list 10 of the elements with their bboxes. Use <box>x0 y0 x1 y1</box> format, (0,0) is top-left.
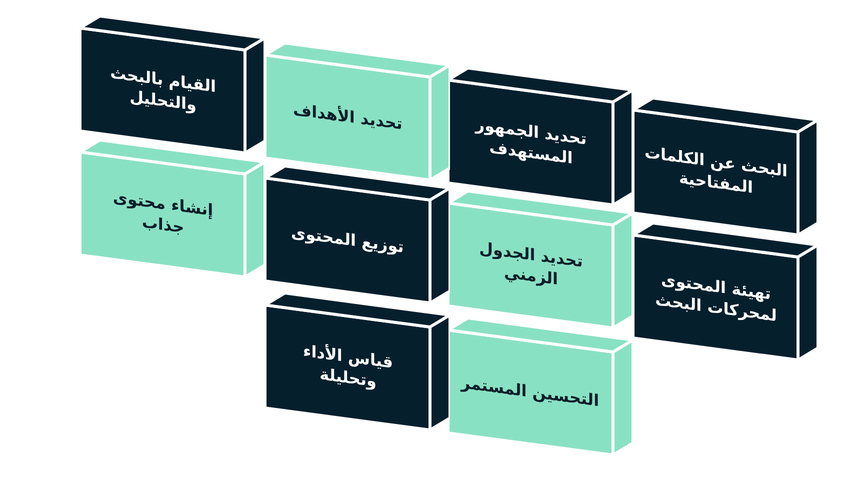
step-label: قياس الأداء وتحليلة <box>302 340 394 392</box>
step-label: تحديد الأهداف <box>292 100 402 136</box>
step-label: إنشاء محتوى جذاب <box>111 186 214 238</box>
step-label: البحث عن الكلمات المفتاحية <box>642 141 788 198</box>
step-label: التحسين المستمر <box>461 372 600 412</box>
step-label: توزيع المحتوى <box>291 222 404 258</box>
step-label: تحديد الجدول الزمني <box>478 236 584 290</box>
step-label: تحديد الجمهور المستهدف <box>474 114 588 170</box>
step-label: تهيئة المحتوى لمحركات البحث <box>654 268 778 327</box>
step-label: القيام بالبحث والتحليل <box>108 62 216 116</box>
